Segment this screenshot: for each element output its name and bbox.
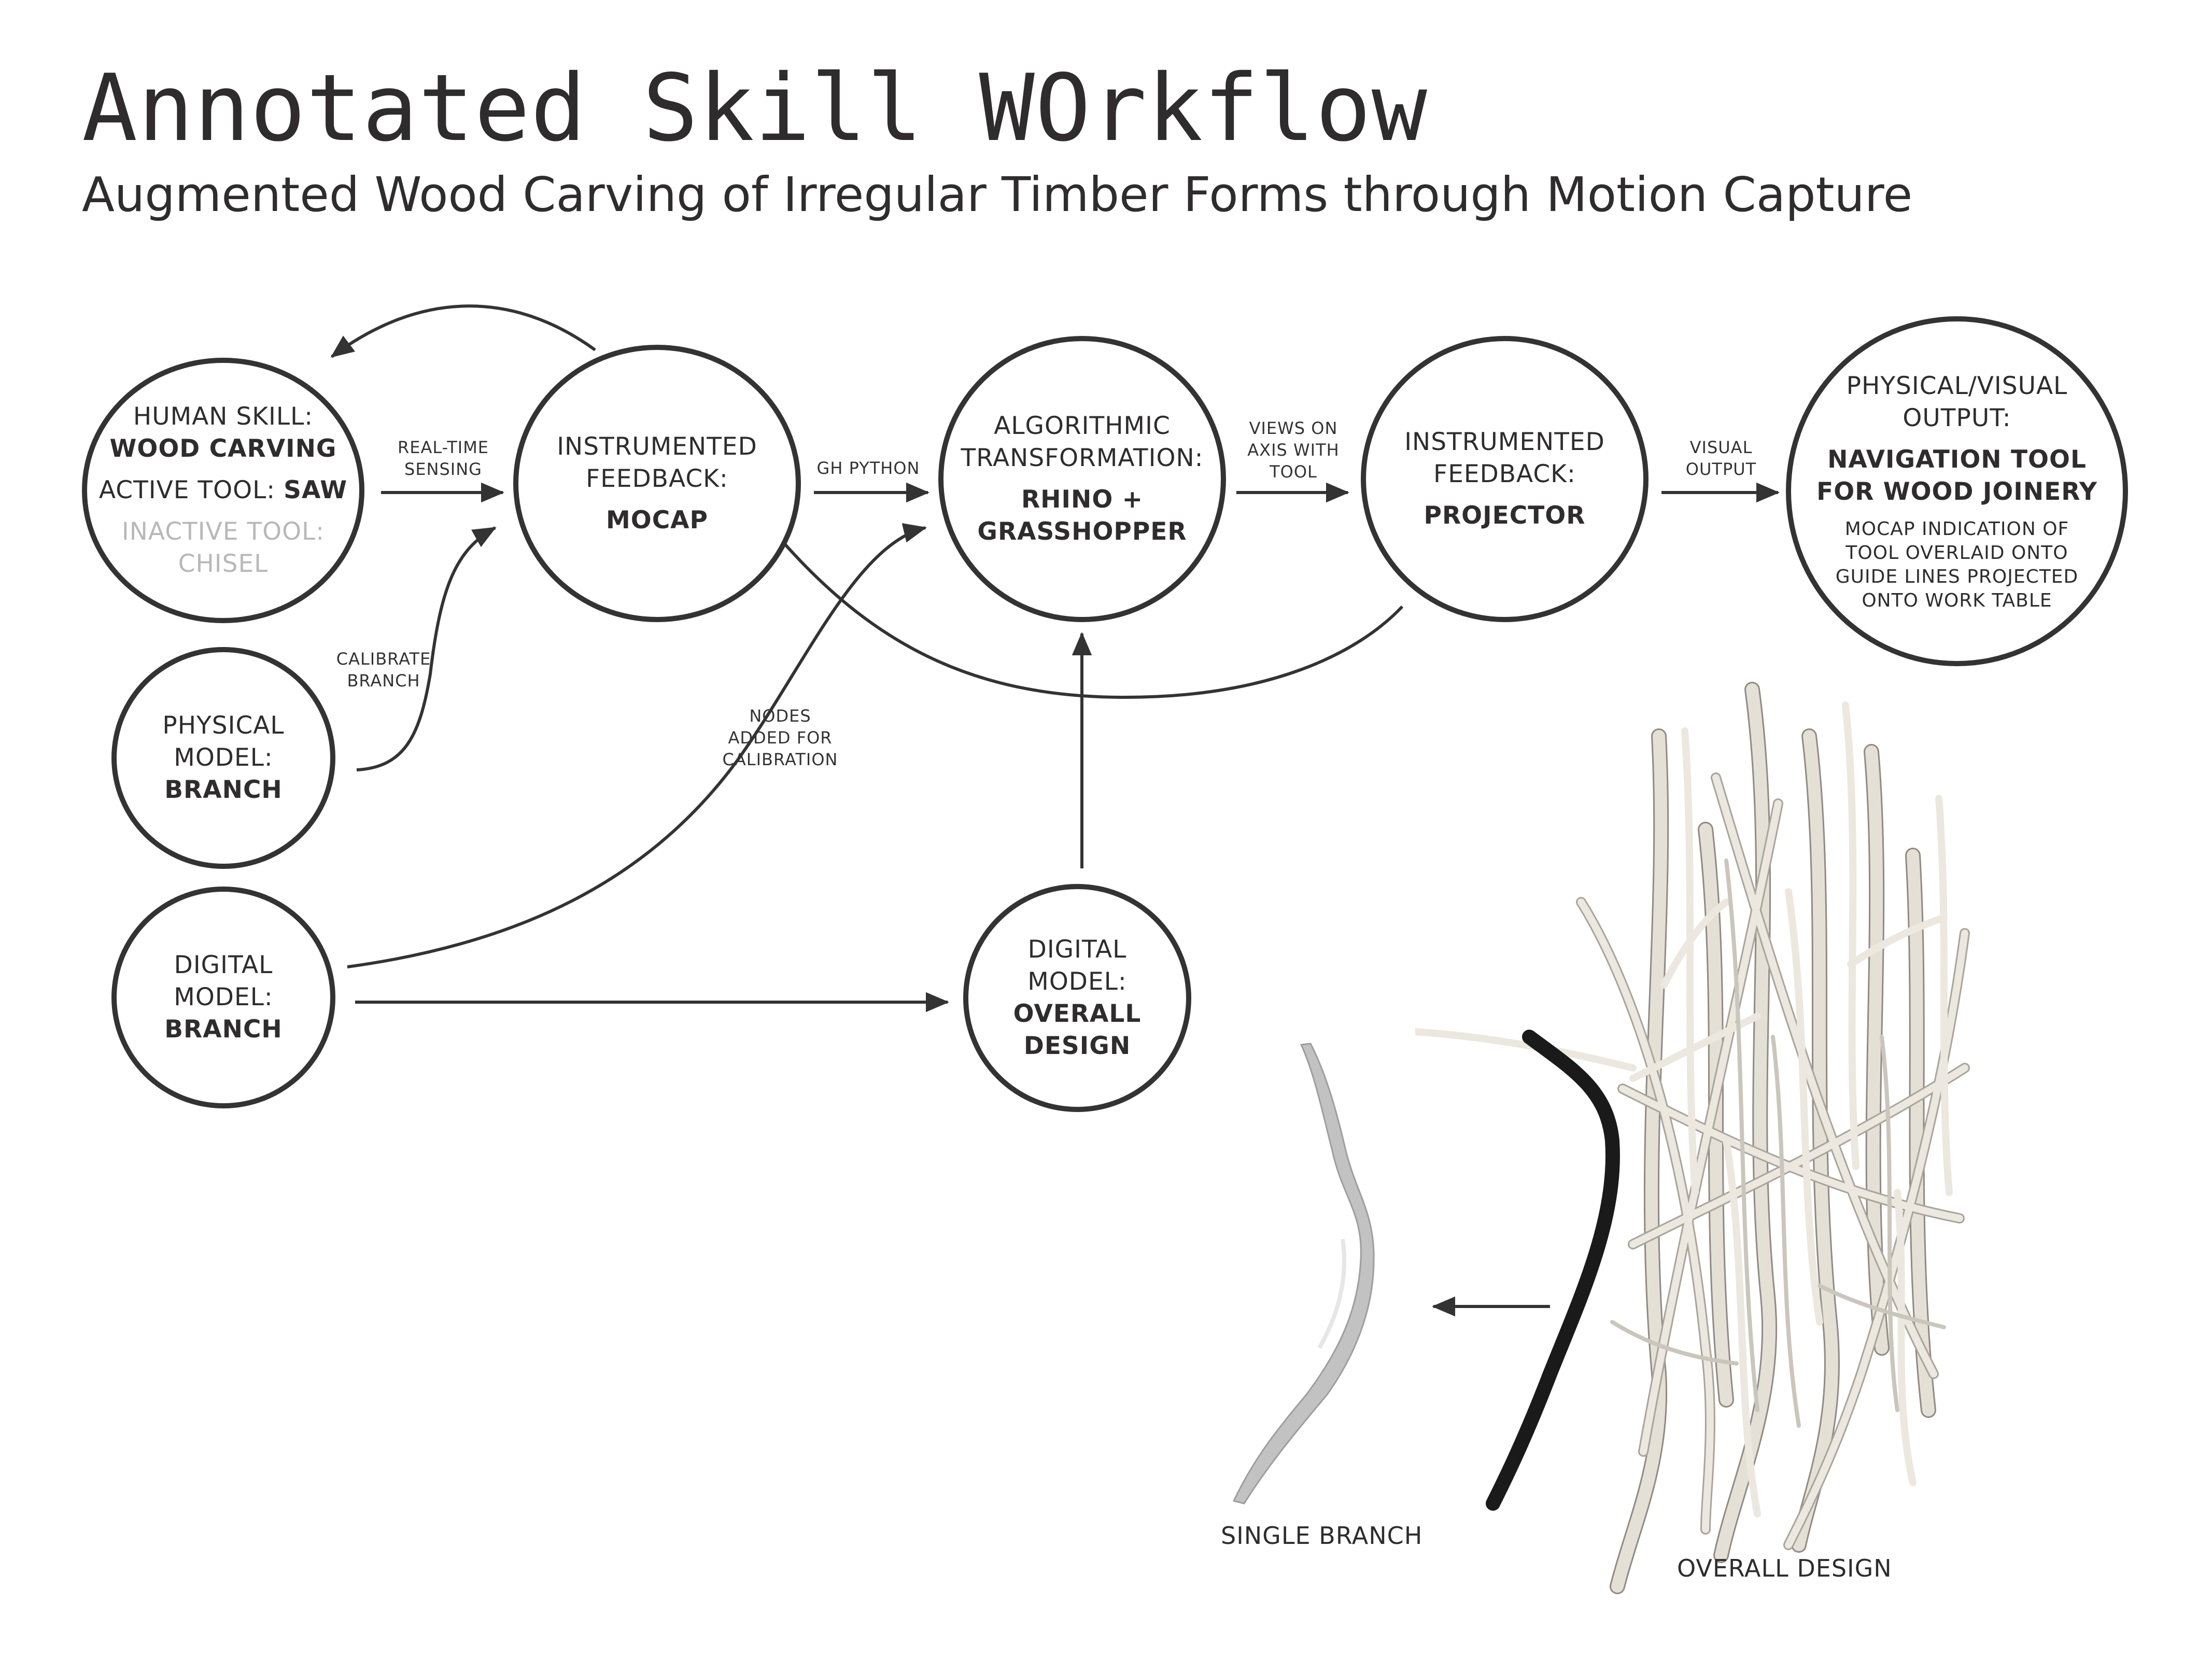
single-branch-image: [1232, 1043, 1375, 1505]
node-digital-model-overall-design: DIGITAL MODEL: OVERALL DESIGN: [963, 884, 1191, 1112]
overall-design-image: [1415, 682, 1970, 1594]
node-instrumented-feedback-mocap: INSTRUMENTED FEEDBACK: MOCAP: [513, 345, 801, 622]
arrow-physical-model-to-mocap: [356, 526, 497, 771]
edge-label-gh-python: GH PYTHON: [816, 458, 920, 478]
edge-label-calibrate-branch: CALIBRATE BRANCH: [336, 649, 431, 691]
overall-design-caption: OVERALL DESIGN: [1677, 1554, 1892, 1582]
edge-label-views-on-axis: VIEWS ON AXIS WITH TOOL: [1247, 418, 1340, 482]
node-instrumented-feedback-projector: INSTRUMENTED FEEDBACK: PROJECTOR: [1361, 336, 1649, 622]
edge-label-nodes-added: NODES ADDED FOR CALIBRATION: [722, 706, 838, 769]
arrow-mocap-to-human-skill: [330, 304, 596, 358]
page-title: Annotated Skill WOrkflow: [82, 54, 1428, 162]
node-physical-model-branch: PHYSICAL MODEL: BRANCH: [111, 647, 335, 869]
node-algorithmic-transformation: ALGORITHMIC TRANSFORMATION: RHINO + GRAS…: [938, 336, 1226, 622]
arrow-digital-branch-to-algorithmic: [347, 523, 927, 968]
node-digital-model-branch: DIGITAL MODEL: BRANCH: [111, 887, 335, 1108]
node-physical-visual-output: PHYSICAL/VISUAL OUTPUT: NAVIGATION TOOL …: [1786, 316, 2128, 666]
page-subtitle: Augmented Wood Carving of Irregular Timb…: [82, 167, 1913, 222]
single-branch-caption: SINGLE BRANCH: [1221, 1522, 1423, 1550]
node-human-skill: HUMAN SKILL: WOOD CARVING ACTIVE TOOL: S…: [82, 358, 364, 623]
edge-label-realtime-sensing: REAL-TIME SENSING: [397, 438, 489, 479]
edge-label-visual-output: VISUAL OUTPUT: [1685, 438, 1757, 479]
curve-mocap-to-projector: [781, 541, 1404, 699]
